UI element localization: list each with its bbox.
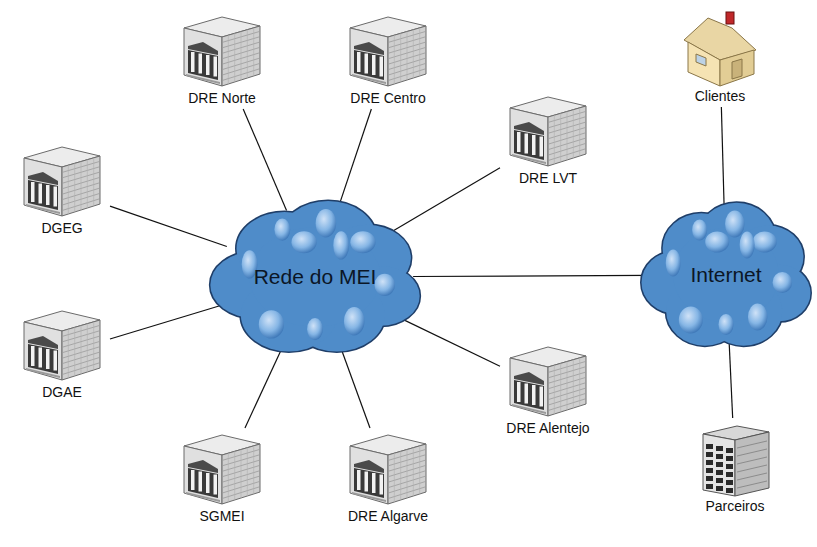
site-node: DRE Centro <box>342 12 434 107</box>
cloud-label-box: Rede do MEI <box>206 198 424 356</box>
network-name: Internet <box>690 263 761 287</box>
site-node: Clientes <box>674 10 766 105</box>
site-label: Clientes <box>693 88 748 105</box>
site-label: DRE Centro <box>348 90 427 107</box>
government-building-icon <box>502 342 594 420</box>
site-label: DRE Alentejo <box>504 420 591 437</box>
site-node: DGAE <box>16 306 108 401</box>
network-link <box>396 316 500 366</box>
government-building-icon <box>16 142 108 220</box>
site-node: DRE Norte <box>176 12 268 107</box>
government-building-icon <box>342 12 434 90</box>
site-node: DGEG <box>16 142 108 237</box>
office-building-icon <box>689 420 781 498</box>
site-label: SGMEI <box>197 508 246 525</box>
network-link <box>721 107 724 209</box>
network-cloud: Internet <box>638 200 814 350</box>
cloud-label-box: Internet <box>638 200 814 350</box>
site-node: DRE Algarve <box>342 430 434 525</box>
network-link <box>413 275 647 276</box>
site-node: DRE Alentejo <box>502 342 594 437</box>
government-building-icon <box>342 430 434 508</box>
network-link <box>245 343 284 428</box>
network-name: Rede do MEI <box>254 265 377 289</box>
site-node: DRE LVT <box>502 92 594 187</box>
government-building-icon <box>502 92 594 170</box>
network-link <box>110 206 227 246</box>
network-cloud: Rede do MEI <box>206 198 424 356</box>
site-label: DRE Norte <box>186 90 258 107</box>
network-link <box>729 341 733 418</box>
network-link <box>340 344 370 428</box>
network-link <box>243 109 286 210</box>
house-icon <box>674 10 766 88</box>
network-link <box>390 168 500 233</box>
site-node: SGMEI <box>176 430 268 525</box>
network-link <box>338 109 372 209</box>
site-label: DRE LVT <box>517 170 579 187</box>
government-building-icon <box>176 430 268 508</box>
government-building-icon <box>16 306 108 384</box>
government-building-icon <box>176 12 268 90</box>
site-label: DGAE <box>40 384 84 401</box>
site-label: Parceiros <box>703 498 766 515</box>
site-label: DRE Algarve <box>346 508 430 525</box>
site-node: Parceiros <box>689 420 781 515</box>
network-link <box>110 304 225 339</box>
site-label: DGEG <box>39 220 84 237</box>
